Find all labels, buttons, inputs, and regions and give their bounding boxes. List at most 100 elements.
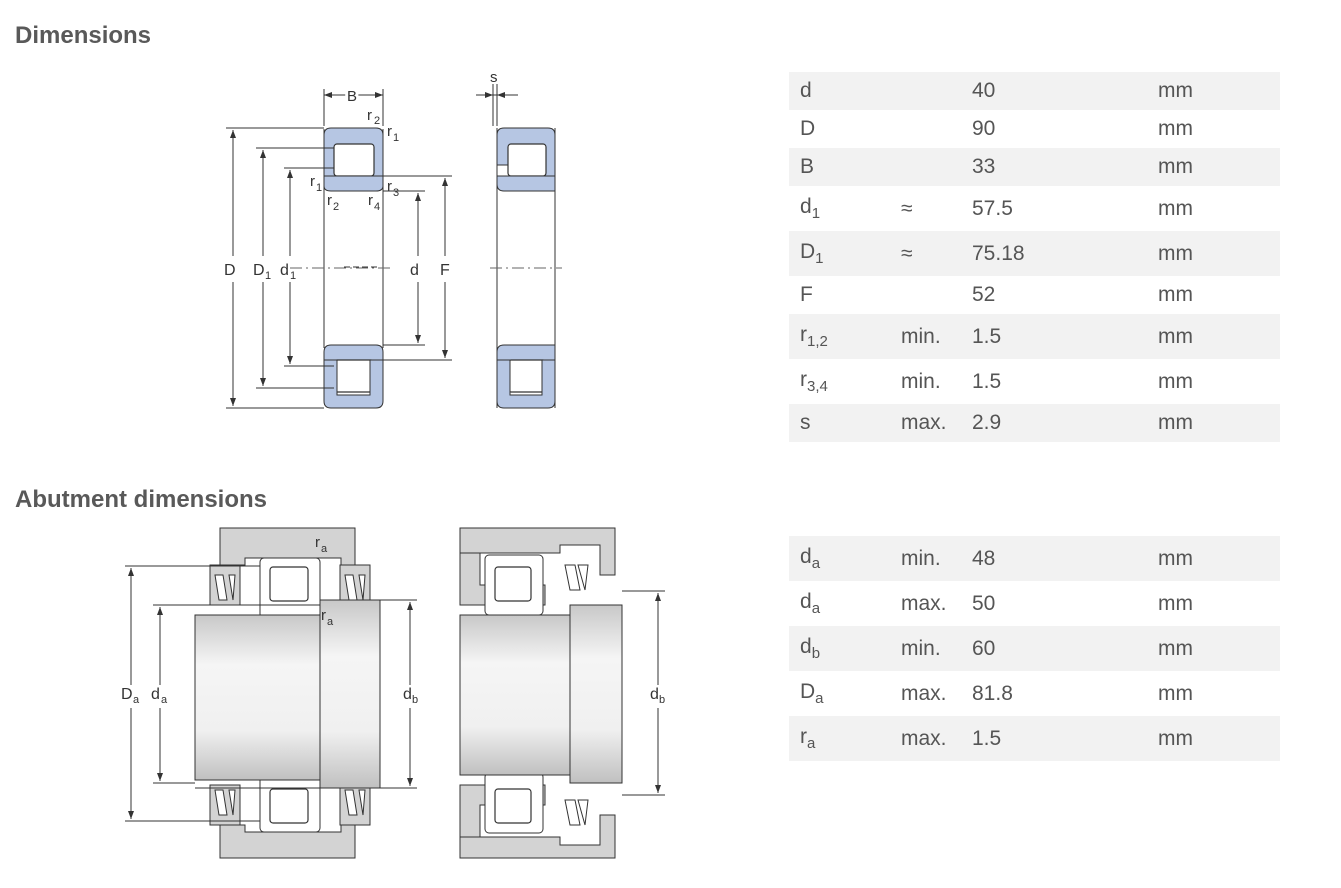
label-D1: D xyxy=(253,262,265,279)
qualifier-cell xyxy=(890,148,961,186)
table-row: d1 ≈57.5 mm xyxy=(789,186,1280,231)
unit-cell: mm xyxy=(1147,148,1280,186)
label-da: d xyxy=(151,686,160,703)
symbol-subscript: 1 xyxy=(811,205,821,223)
label-F: F xyxy=(440,262,450,279)
shaft-shoulder xyxy=(319,599,381,789)
qualifier-cell xyxy=(890,276,961,314)
value-cell: 75.18 xyxy=(961,231,1147,276)
label-B: B xyxy=(347,88,357,105)
value-cell: 90 xyxy=(972,117,996,140)
value-cell: 57.5 xyxy=(972,196,1013,220)
unit-cell: mm xyxy=(1158,283,1193,306)
value-cell: 52 xyxy=(972,283,996,306)
label-D1-sub: 1 xyxy=(265,270,271,282)
symbol-cell: D xyxy=(789,110,890,148)
symbol-subscript: b xyxy=(811,645,821,663)
symbol: d xyxy=(800,589,812,613)
symbol-cell: d1 xyxy=(789,186,890,231)
symbol: d xyxy=(800,634,812,658)
unit-cell: mm xyxy=(1147,404,1280,442)
symbol: d xyxy=(800,79,812,102)
symbol-cell: s xyxy=(789,404,890,442)
abutment-drawing-right: d b xyxy=(459,527,665,859)
symbol-subscript: a xyxy=(811,555,821,573)
symbol-cell: B xyxy=(789,148,890,186)
label-r1-left: r xyxy=(310,173,315,190)
value-cell: 81.8 xyxy=(972,681,1013,705)
qualifier-cell: max. xyxy=(901,591,947,615)
label-r1-left-sub: 1 xyxy=(316,182,322,194)
value-cell: 1.5 xyxy=(961,716,1147,761)
symbol: D xyxy=(800,239,816,263)
label-ra-mid-sub: a xyxy=(327,616,334,628)
side-roller-bottom xyxy=(507,359,547,393)
qualifier-cell: ≈ xyxy=(901,196,913,220)
roller-top xyxy=(333,143,375,177)
symbol: D xyxy=(800,117,816,140)
bearing-dimension-drawing: B D D 1 d 1 d F r 2 r 1 r 1 r 3 r 2 r 4 … xyxy=(224,69,562,409)
value-cell: 48 xyxy=(961,536,1147,581)
abutment-drawing-left: D a d a d b r a r a xyxy=(121,527,418,859)
unit-cell: mm xyxy=(1147,72,1280,110)
value-cell: 2.9 xyxy=(961,404,1147,442)
qualifier-cell: min. xyxy=(890,626,961,671)
unit-cell: mm xyxy=(1158,117,1193,140)
label-r4: r xyxy=(368,192,373,209)
value-cell: 1.5 xyxy=(961,314,1147,359)
label-r2-bottom-sub: 2 xyxy=(333,201,339,213)
side-inner-ring-bottom xyxy=(496,344,556,361)
symbol-cell: D1 xyxy=(789,231,890,276)
label-d1: d xyxy=(280,262,289,279)
value-cell: 60 xyxy=(961,626,1147,671)
qualifier-cell: min. xyxy=(901,369,941,393)
label-s: s xyxy=(490,69,498,86)
symbol: d xyxy=(800,544,812,568)
label-r3: r xyxy=(387,178,392,195)
label-da-sub: a xyxy=(161,694,168,706)
unit-cell: mm xyxy=(1158,591,1193,615)
value-cell: 1.5 xyxy=(972,369,1002,393)
unit-cell: mm xyxy=(1158,681,1193,705)
dimensions-heading: Dimensions xyxy=(15,22,152,49)
symbol: D xyxy=(800,679,816,703)
symbol-cell: r1,2 xyxy=(789,314,890,359)
label-db: d xyxy=(403,686,412,703)
unit-cell: mm xyxy=(1158,369,1193,393)
table-row: D 90 mm xyxy=(789,110,1280,148)
symbol-subscript: 1 xyxy=(815,250,824,268)
label-r4-sub: 4 xyxy=(374,201,380,213)
symbol: s xyxy=(800,411,811,434)
symbol-subscript: 3,4 xyxy=(807,378,828,396)
label-db-right-sub: b xyxy=(659,694,665,706)
unit-cell: mm xyxy=(1158,196,1193,220)
inner-ring-bottom xyxy=(323,344,384,361)
qualifier-cell xyxy=(890,110,961,148)
symbol-cell: da xyxy=(789,581,890,626)
label-ra-top: r xyxy=(315,534,320,551)
inner-ring-top xyxy=(323,175,384,192)
label-ra-top-sub: a xyxy=(321,543,328,555)
roller-bottom xyxy=(333,359,375,393)
symbol: r xyxy=(800,724,807,748)
qualifier-cell: min. xyxy=(890,536,961,581)
qualifier-cell xyxy=(890,72,961,110)
symbol: r xyxy=(800,367,807,391)
symbol-cell: da xyxy=(789,536,890,581)
symbol-subscript: 1,2 xyxy=(807,333,828,351)
symbol-cell: F xyxy=(789,276,890,314)
unit-cell: mm xyxy=(1147,716,1280,761)
label-db-right: d xyxy=(650,686,659,703)
symbol-cell: d xyxy=(789,72,890,110)
unit-cell: mm xyxy=(1147,536,1280,581)
side-outer-ring-bottom xyxy=(496,359,556,409)
label-Da-sub: a xyxy=(133,694,140,706)
